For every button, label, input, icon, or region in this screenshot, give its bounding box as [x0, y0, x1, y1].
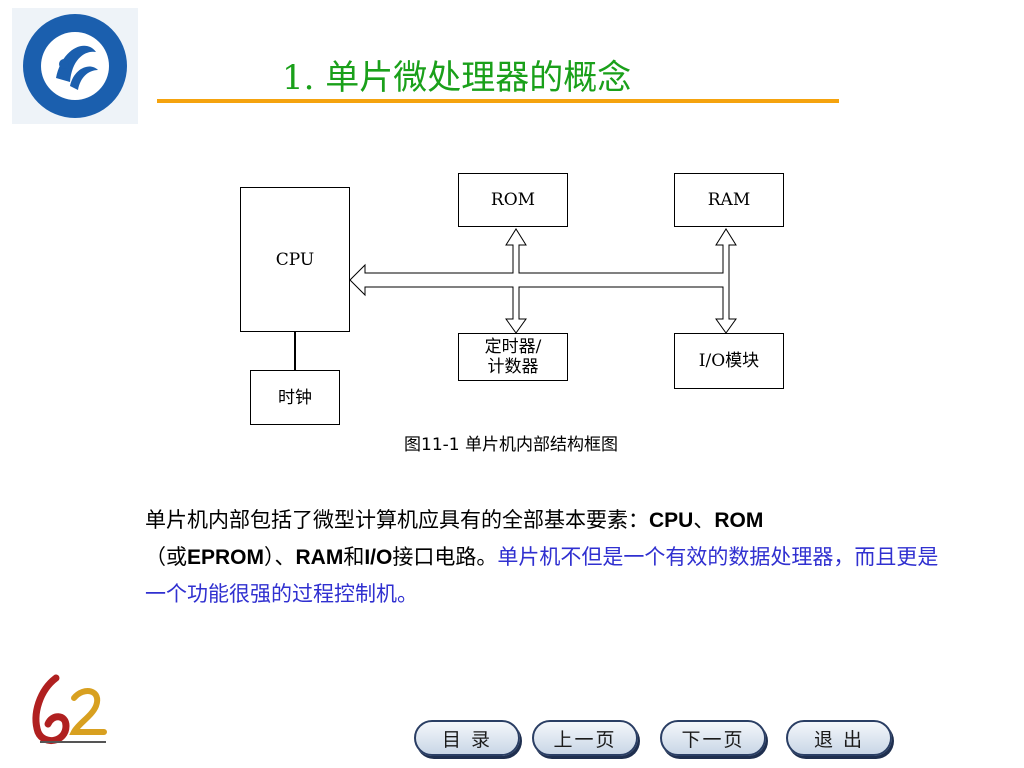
- system-bus: [349, 228, 737, 334]
- block-diagram: CPU ROM RAM 定时器/ 计数器 I/O模块 时钟: [230, 165, 800, 435]
- clock-label: 时钟: [278, 387, 312, 408]
- rom-label: ROM: [490, 190, 536, 210]
- io-label: I/O模块: [698, 351, 760, 371]
- bus-lines: [294, 228, 737, 370]
- prev-page-button[interactable]: 上一页: [532, 720, 638, 756]
- body-paragraph: 单片机内部包括了微型计算机应具有的全部基本要素：CPU、ROM （或EPROM）、…: [145, 502, 945, 613]
- para-text-3: 接口电路。: [392, 545, 498, 569]
- exit-button[interactable]: 退 出: [786, 720, 892, 756]
- slide-title: 1. 单片微处理器的概念: [282, 58, 632, 98]
- para-eprom: EPROM: [187, 546, 265, 569]
- contents-button[interactable]: 目 录: [414, 720, 520, 756]
- cpu-box: CPU: [240, 187, 350, 332]
- anniversary-logo: [26, 670, 116, 750]
- para-rom: ROM: [714, 509, 764, 532]
- rom-box: ROM: [458, 173, 568, 227]
- para-cpu: CPU: [649, 509, 694, 532]
- para-sep-2: ）、: [264, 545, 296, 569]
- para-text-2: （或: [145, 545, 187, 569]
- next-page-button[interactable]: 下一页: [660, 720, 766, 756]
- para-sep-1: 、: [693, 508, 715, 532]
- io-module-box: I/O模块: [674, 333, 784, 389]
- timer-label-line2: 计数器: [487, 357, 539, 377]
- ram-box: RAM: [674, 173, 784, 227]
- para-ram: RAM: [295, 546, 344, 569]
- para-io: I/O: [364, 546, 393, 569]
- title-underline: [157, 99, 839, 103]
- timer-label-line1: 定时器/: [484, 337, 542, 357]
- cpu-label: CPU: [275, 249, 315, 270]
- para-text-1: 单片机内部包括了微型计算机应具有的全部基本要素：: [145, 508, 649, 532]
- para-highlight: 单片机不但是一个有效的数据处理器，而且更是一个功能很强的过程控制机。: [145, 545, 939, 606]
- figure-caption: 图11-1 单片机内部结构框图: [404, 435, 618, 455]
- timer-counter-box: 定时器/ 计数器: [458, 333, 568, 381]
- para-and: 和: [343, 545, 365, 569]
- clock-box: 时钟: [250, 370, 340, 425]
- university-logo: [12, 8, 138, 124]
- ram-label: RAM: [707, 190, 751, 210]
